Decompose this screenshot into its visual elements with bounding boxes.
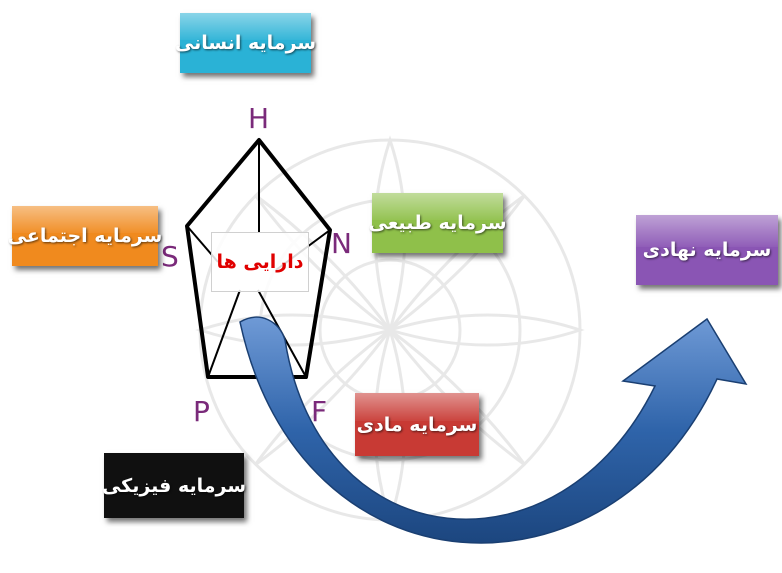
vertex-letter-f: F [311,395,328,428]
social-capital-box: سرمایه اجتماعی [8,206,162,266]
vertex-letter-p: P [193,395,210,428]
vertex-letter-h: H [248,102,270,135]
institutional-capital-box: سرمایه نهادی [636,215,778,285]
natural-capital-box: سرمایه طبیعی [368,193,507,253]
assets-center-label: دارایی ها [211,232,309,292]
human-capital-box: سرمایه انسانی [175,13,316,73]
curved-arrow [239,316,748,544]
physical-capital-box: سرمایه فیزیکی [102,453,246,518]
financial-capital-box: سرمایه مادی [355,393,479,456]
vertex-letter-s: S [161,240,179,273]
vertex-letter-n: N [331,227,352,260]
